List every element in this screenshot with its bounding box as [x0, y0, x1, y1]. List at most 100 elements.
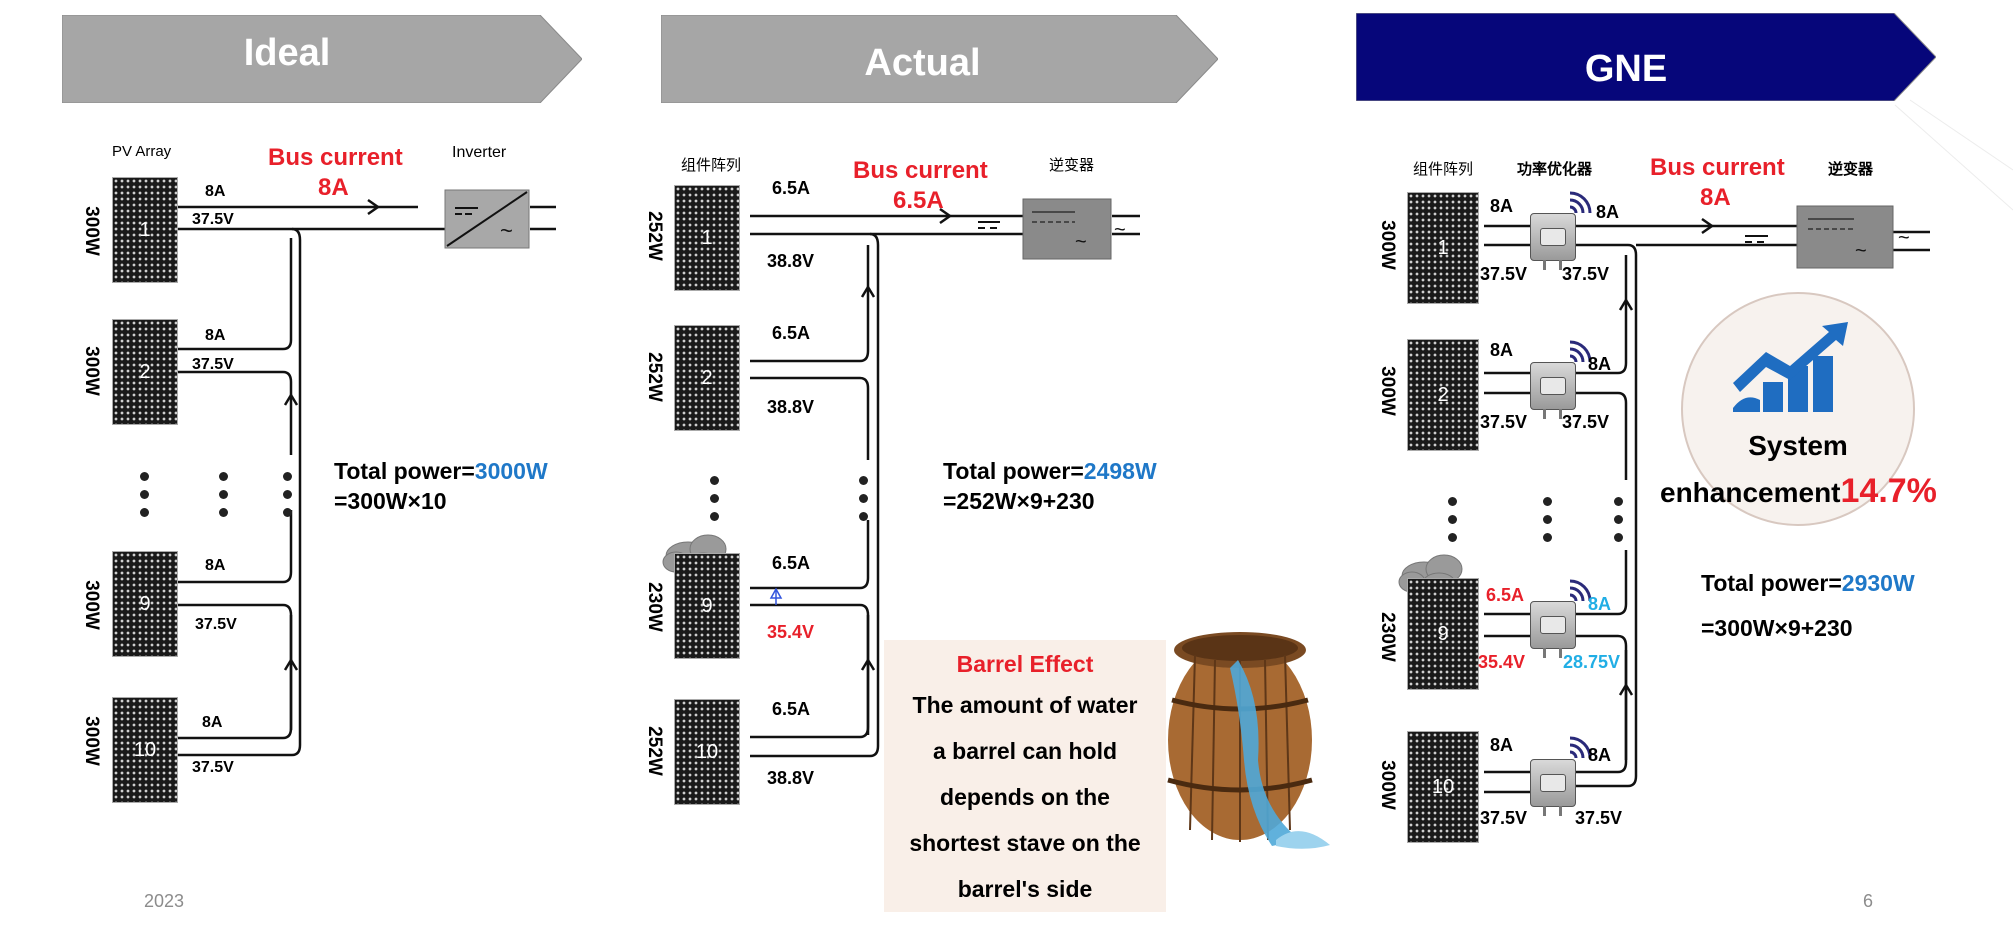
output-voltage: 28.75V — [1563, 652, 1621, 672]
array-label: 组件阵列 — [681, 157, 742, 174]
enhancement-title: System — [1748, 430, 1848, 461]
total-power-prefix: Total power= — [334, 458, 475, 484]
pv-panel-1: 1 — [674, 185, 740, 291]
growth-chart-icon — [1733, 322, 1848, 412]
ellipsis-dot — [1614, 533, 1623, 542]
gne-wiring — [1484, 217, 1930, 794]
array-label: 组件阵列 — [1413, 161, 1474, 178]
ellipsis-dot — [1614, 497, 1623, 506]
bus-current-value: 8A — [318, 174, 349, 201]
gne-inverter: ~ ~ — [1745, 205, 1910, 269]
panel-wattage: 300W — [1376, 366, 1398, 416]
ellipsis-dot — [710, 494, 719, 503]
input-current: 8A — [1490, 196, 1514, 216]
pv-panel-9: 9 — [674, 553, 740, 659]
ellipsis-dot — [710, 476, 719, 485]
pv-panel-10: 10 — [1407, 731, 1479, 843]
panel-wattage: 300W — [80, 346, 102, 396]
total-power-formula: =252W×9+230 — [943, 488, 1095, 514]
panel-current: 8A — [205, 327, 226, 344]
ellipsis-dot — [1543, 533, 1552, 542]
panel-current: 6.5A — [772, 699, 811, 719]
ellipsis-dot — [219, 490, 228, 499]
output-current: 8A — [1588, 745, 1612, 765]
panel-current: 6.5A — [772, 553, 811, 573]
power-optimizer — [1530, 213, 1576, 270]
panel-wattage: 252W — [643, 726, 665, 776]
barrel-effect-line: a barrel can hold — [932, 738, 1118, 764]
optimizer-leg — [1559, 409, 1562, 419]
total-power-prefix: Total power= — [943, 458, 1084, 484]
bus-current-label: Bus current — [268, 144, 403, 171]
banner-gne: GNE — [1356, 13, 1936, 101]
output-current: 8A — [1596, 202, 1620, 222]
total-power: Total power=2930W — [1701, 570, 1915, 597]
pv-panel-1: 1 — [112, 177, 178, 283]
banner-label: Ideal — [243, 31, 331, 74]
decor-lines — [1894, 99, 2013, 211]
enhancement-label: enhancement — [1660, 477, 1841, 508]
panel-voltage: 38.8V — [767, 768, 815, 788]
total-power: Total power=2498W — [943, 458, 1157, 485]
panel-number: 9 — [1437, 622, 1449, 645]
total-power-formula: =300W×9+230 — [1701, 615, 1853, 641]
panel-wattage: 300W — [80, 580, 102, 630]
barrel-effect-title: Barrel Effect — [956, 651, 1094, 677]
optimizer-leg — [1559, 806, 1562, 816]
ideal-wiring — [177, 198, 556, 757]
panel-voltage: 37.5V — [192, 759, 234, 776]
power-optimizer — [1530, 759, 1576, 816]
ellipsis-dot — [1448, 533, 1457, 542]
inverter-label: 逆变器 — [1828, 161, 1874, 178]
barrel-effect-line: barrel's side — [957, 876, 1093, 902]
ellipsis-dot — [219, 508, 228, 517]
panel-wattage: 252W — [643, 352, 665, 402]
ellipsis-dot — [859, 494, 868, 503]
inverter-label: Inverter — [452, 144, 507, 161]
ellipsis-dot — [1448, 515, 1457, 524]
optimizer-leg — [1559, 648, 1562, 658]
voltage-drop-arrow — [769, 587, 783, 605]
output-current: 8A — [1588, 594, 1612, 614]
panel-number: 1 — [701, 226, 713, 249]
total-power: Total power=3000W — [334, 458, 548, 485]
output-voltage: 37.5V — [1562, 412, 1610, 432]
panel-voltage: 37.5V — [192, 356, 234, 373]
bus-current-value: 6.5A — [893, 187, 944, 214]
enhancement-value: 14.7% — [1840, 472, 1937, 510]
ellipsis-dot — [219, 472, 228, 481]
banner-actual: Actual — [661, 15, 1218, 103]
panel-current: 6.5A — [772, 323, 811, 343]
svg-text:~: ~ — [500, 218, 513, 243]
panel-number: 10 — [1431, 775, 1455, 798]
panel-number: 2 — [701, 366, 713, 389]
total-power-value: 3000W — [474, 458, 548, 484]
barrel-effect-line: The amount of water — [912, 692, 1138, 718]
pv-array-label: PV Array — [112, 143, 172, 160]
panel-current: 8A — [205, 183, 226, 200]
ellipsis-dot — [859, 512, 868, 521]
barrel-illustration — [1167, 632, 1330, 849]
ideal-inverter: ~ — [444, 189, 530, 249]
input-current: 8A — [1490, 340, 1514, 360]
optimizer-label: 功率优化器 — [1517, 161, 1593, 178]
optimizer-face — [1540, 228, 1566, 246]
barrel-effect-box — [884, 640, 1166, 912]
pv-panel-1: 1 — [1407, 192, 1479, 304]
optimizer-face — [1540, 377, 1566, 395]
panel-wattage: 230W — [1376, 612, 1398, 662]
input-current: 8A — [1490, 735, 1514, 755]
optimizer-leg — [1543, 648, 1546, 658]
input-voltage: 37.5V — [1480, 264, 1528, 284]
ellipsis-dot — [710, 512, 719, 521]
panel-current: 8A — [202, 714, 223, 731]
panel-voltage: 37.5V — [192, 211, 234, 228]
optimizer-face — [1540, 774, 1566, 792]
panel-number: 9 — [139, 592, 151, 615]
output-current: 8A — [1588, 354, 1612, 374]
ellipsis-dot — [859, 476, 868, 485]
ellipsis-dot — [140, 490, 149, 499]
banner-ideal: Ideal — [62, 15, 582, 103]
optimizer-face — [1540, 616, 1566, 634]
panel-number: 2 — [139, 360, 151, 383]
